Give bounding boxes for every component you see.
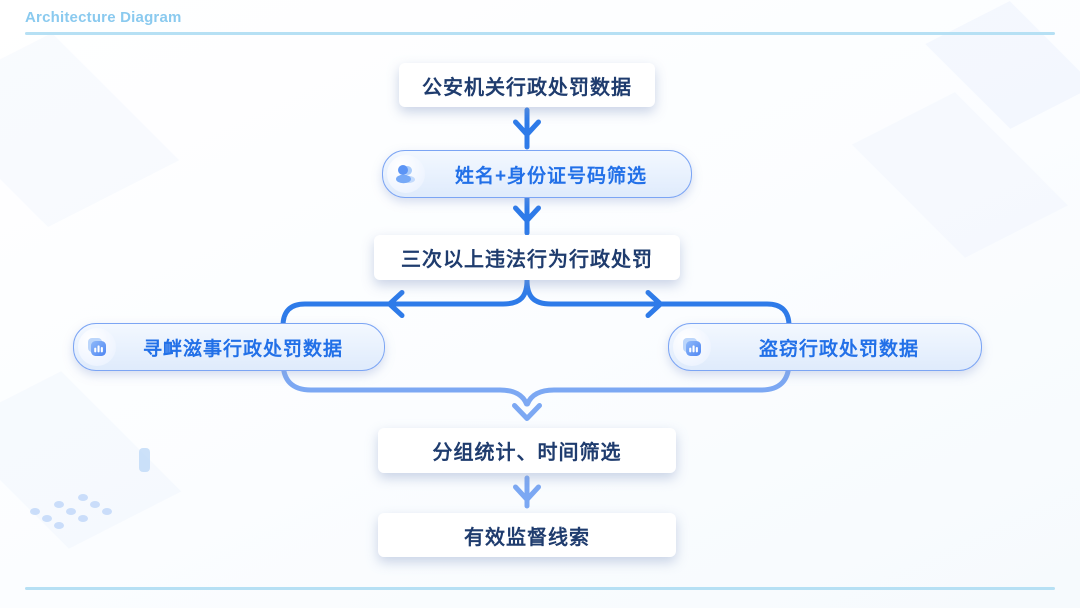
bar-chart-icon	[78, 328, 116, 366]
person-icon	[387, 155, 425, 193]
flow-pill-provocation-data: 寻衅滋事行政处罚数据	[73, 323, 385, 371]
node-label: 有效监督线索	[464, 526, 590, 549]
branch-right-top	[524, 277, 792, 350]
bar-decoration	[139, 448, 150, 472]
page-title: Architecture Diagram	[25, 9, 182, 26]
flow-box-three-violations: 三次以上违法行为行政处罚	[374, 235, 680, 280]
node-label: 姓名+身份证号码筛选	[454, 165, 648, 187]
node-label: 寻衅滋事行政处罚数据	[142, 338, 343, 360]
branch-left-bottom	[280, 342, 529, 407]
node-label: 公安机关行政处罚数据	[422, 76, 632, 99]
node-label: 三次以上违法行为行政处罚	[401, 249, 653, 271]
arrow-down-3-head	[513, 484, 541, 502]
arrow-down-1-head	[513, 119, 541, 137]
node-label: 盗窃行政处罚数据	[758, 338, 919, 360]
flow-box-police-data: 公安机关行政处罚数据	[399, 63, 655, 107]
bar-chart-icon	[673, 328, 711, 366]
node-label: 分组统计、时间筛选	[432, 442, 622, 464]
branch-right-bottom	[525, 342, 792, 407]
flow-box-group-statistics: 分组统计、时间筛选	[378, 428, 676, 473]
footer-divider	[25, 587, 1055, 590]
flow-box-supervision-clues: 有效监督线索	[378, 513, 676, 557]
merge-arrow-head	[512, 403, 542, 421]
arrow-left-head	[387, 290, 405, 318]
arrow-right-head	[645, 290, 663, 318]
arrow-down-2-head	[513, 205, 541, 223]
header-divider	[25, 32, 1055, 35]
flow-pill-theft-data: 盗窃行政处罚数据	[668, 323, 982, 371]
branch-left-top	[280, 277, 530, 350]
flow-pill-identity-filter: 姓名+身份证号码筛选	[382, 150, 692, 198]
